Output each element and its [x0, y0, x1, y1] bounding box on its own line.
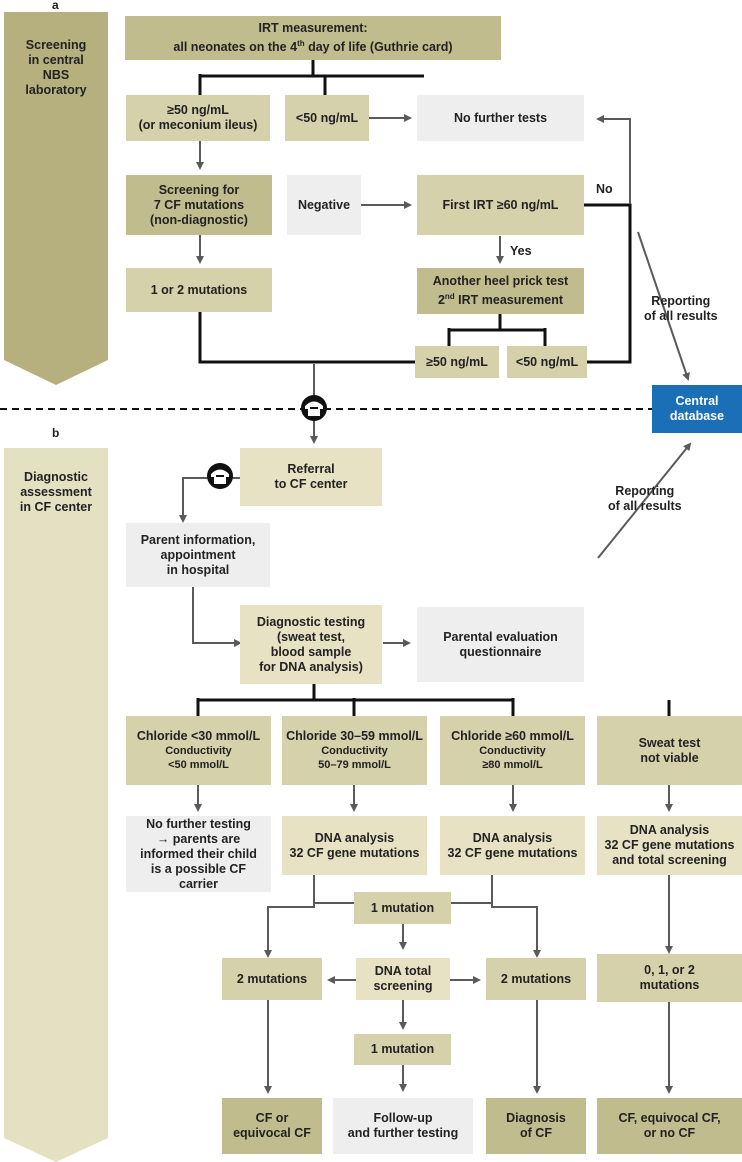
- irt-measurement-box: IRT measurement: all neonates on the 4th…: [125, 16, 501, 60]
- another-heel-prick-box: Another heel prick test 2nd IRT measurem…: [417, 268, 584, 314]
- no-further-tests-box: No further tests: [417, 95, 584, 141]
- lt50-second-box: <50 ng/mL: [507, 346, 587, 378]
- two-mutations-right-box: 2 mutations: [486, 958, 586, 1000]
- panel-b-banner: [4, 448, 108, 1162]
- one-mutation-box: 1 mutation: [354, 892, 451, 924]
- panel-b-label: b: [52, 426, 60, 440]
- chloride-lt30-box: Chloride <30 mmol/L Conductivity <50 mmo…: [126, 716, 271, 785]
- one-mutation-second-box: 1 mutation: [354, 1034, 451, 1065]
- no-label: No: [596, 182, 613, 196]
- two-mutations-left-box: 2 mutations: [222, 958, 322, 1000]
- phone-icon: [207, 463, 233, 489]
- ge50-box: ≥50 ng/mL(or meconium ileus): [126, 95, 270, 141]
- chloride-ge60-box: Chloride ≥60 mmol/L Conductivity ≥80 mmo…: [440, 716, 585, 785]
- panel-a-banner: [4, 12, 108, 385]
- first-irt-box: First IRT ≥60 ng/mL: [417, 175, 584, 235]
- diagnostic-testing-box: Diagnostic testing(sweat test,blood samp…: [240, 605, 382, 684]
- one-or-two-mutations-box: 1 or 2 mutations: [126, 268, 272, 312]
- yes-label: Yes: [510, 244, 532, 258]
- phone-icon: [301, 395, 327, 421]
- cf-equivocal-or-no-box: CF, equivocal CF,or no CF: [597, 1098, 742, 1154]
- lt50-box: <50 ng/mL: [285, 95, 369, 141]
- negative-box: Negative: [287, 175, 361, 235]
- ge50-second-box: ≥50 ng/mL: [415, 346, 499, 378]
- panel-a-label: a: [52, 0, 59, 12]
- sweat-test-not-viable-box: Sweat test not viable: [597, 716, 742, 785]
- chloride-30-59-box: Chloride 30–59 mmol/L Conductivity 50–79…: [282, 716, 427, 785]
